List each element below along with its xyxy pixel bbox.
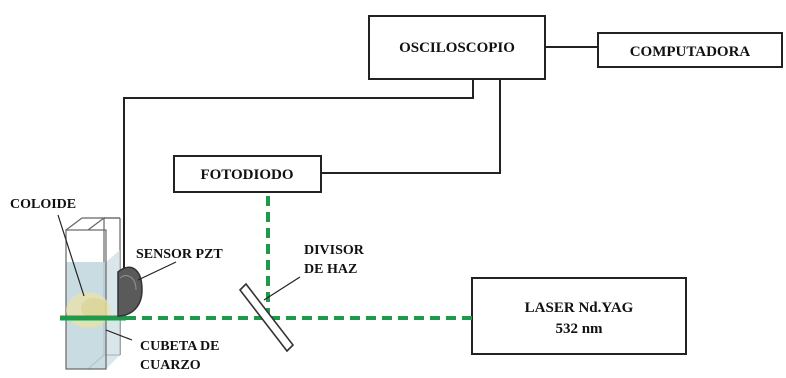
computer-box: COMPUTADORA <box>597 32 783 68</box>
laser-label-line1: LASER Nd.YAG <box>525 300 634 316</box>
wire-pzt-to-oscilloscope <box>123 79 474 268</box>
cuvette-label-line1: CUBETA DE <box>140 339 219 354</box>
colloid-leader <box>57 214 85 297</box>
computer-label: COMPUTADORA <box>630 44 751 60</box>
cuvette-label-line2: CUARZO <box>140 358 201 373</box>
oscilloscope-box: OSCILOSCOPIO <box>368 15 546 80</box>
photodiode-box: FOTODIODO <box>173 155 322 193</box>
laser-label-line2: 532 nm <box>555 321 603 337</box>
oscilloscope-label: OSCILOSCOPIO <box>399 40 515 56</box>
leader-lines <box>57 214 301 341</box>
beam-splitter-label-line1: DIVISOR <box>304 243 365 258</box>
pzt-leader <box>137 261 177 281</box>
pzt-sensor <box>117 266 143 317</box>
pzt-sensor-label: SENSOR PZT <box>136 247 223 262</box>
laser-box: LASER Nd.YAG 532 nm <box>471 277 687 355</box>
beam-splitter-label-line2: DE HAZ <box>304 262 357 277</box>
beam-splitter-leader <box>263 276 301 301</box>
wire-photodiode-to-oscilloscope <box>321 79 501 174</box>
quartz-cuvette <box>65 216 121 370</box>
cuvette-leader <box>105 329 133 341</box>
beam-splitter <box>238 282 295 353</box>
signal-wires <box>123 46 598 268</box>
photodiode-label: FOTODIODO <box>200 167 293 183</box>
colloid-label: COLOIDE <box>10 197 76 212</box>
